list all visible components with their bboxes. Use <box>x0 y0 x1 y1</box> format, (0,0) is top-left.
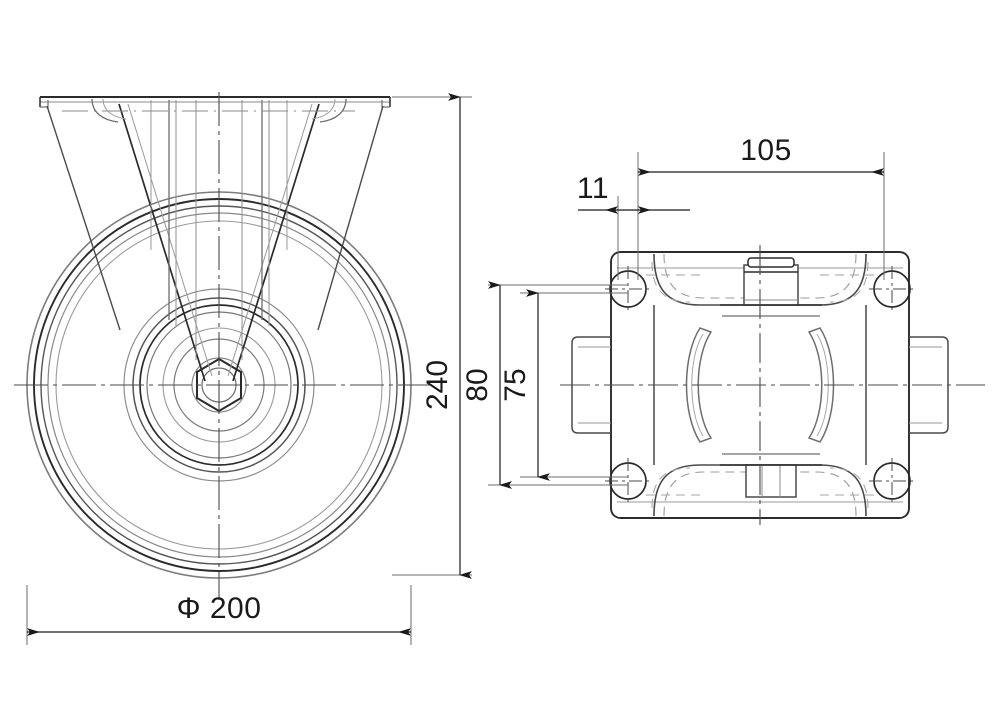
dim-plate-length: 105 <box>637 134 885 280</box>
dim-bolt-spacing: 75 <box>499 289 628 481</box>
dim-wheel-diameter: Φ 200 <box>26 585 412 645</box>
plan-hidden-edges <box>646 261 874 509</box>
center-bolt-top <box>720 257 822 317</box>
dim-overall-height: 240 <box>392 93 472 579</box>
bolt-hole-top-right <box>869 266 915 312</box>
center-bolt-bottom <box>720 453 822 498</box>
plan-mounting-plate-view <box>560 245 985 525</box>
dim-bolt-spacing-label: 75 <box>499 368 532 401</box>
bolt-hole-bottom-left <box>605 458 651 504</box>
dim-plate-width-label: 80 <box>461 368 494 401</box>
front-view-centerlines <box>14 92 430 600</box>
mounting-bolt-holes <box>605 266 915 504</box>
dim-overall-height-label: 240 <box>421 360 454 410</box>
dim-edge-offset-label: 11 <box>577 172 609 205</box>
fork-yoke-plates <box>150 100 288 360</box>
front-elevation-wheel-view <box>14 92 430 600</box>
dim-wheel-diameter-label: Φ 200 <box>177 592 262 625</box>
dim-plate-width: 80 <box>461 281 628 489</box>
fork-relief-slots <box>685 327 835 443</box>
dim-plate-length-label: 105 <box>740 134 792 167</box>
top-mounting-plate <box>39 95 391 331</box>
plan-view-centerlines <box>560 245 985 525</box>
bolt-hole-top-left <box>605 266 651 312</box>
dim-edge-offset: 11 <box>577 172 690 280</box>
bolt-hole-bottom-right <box>869 458 915 504</box>
